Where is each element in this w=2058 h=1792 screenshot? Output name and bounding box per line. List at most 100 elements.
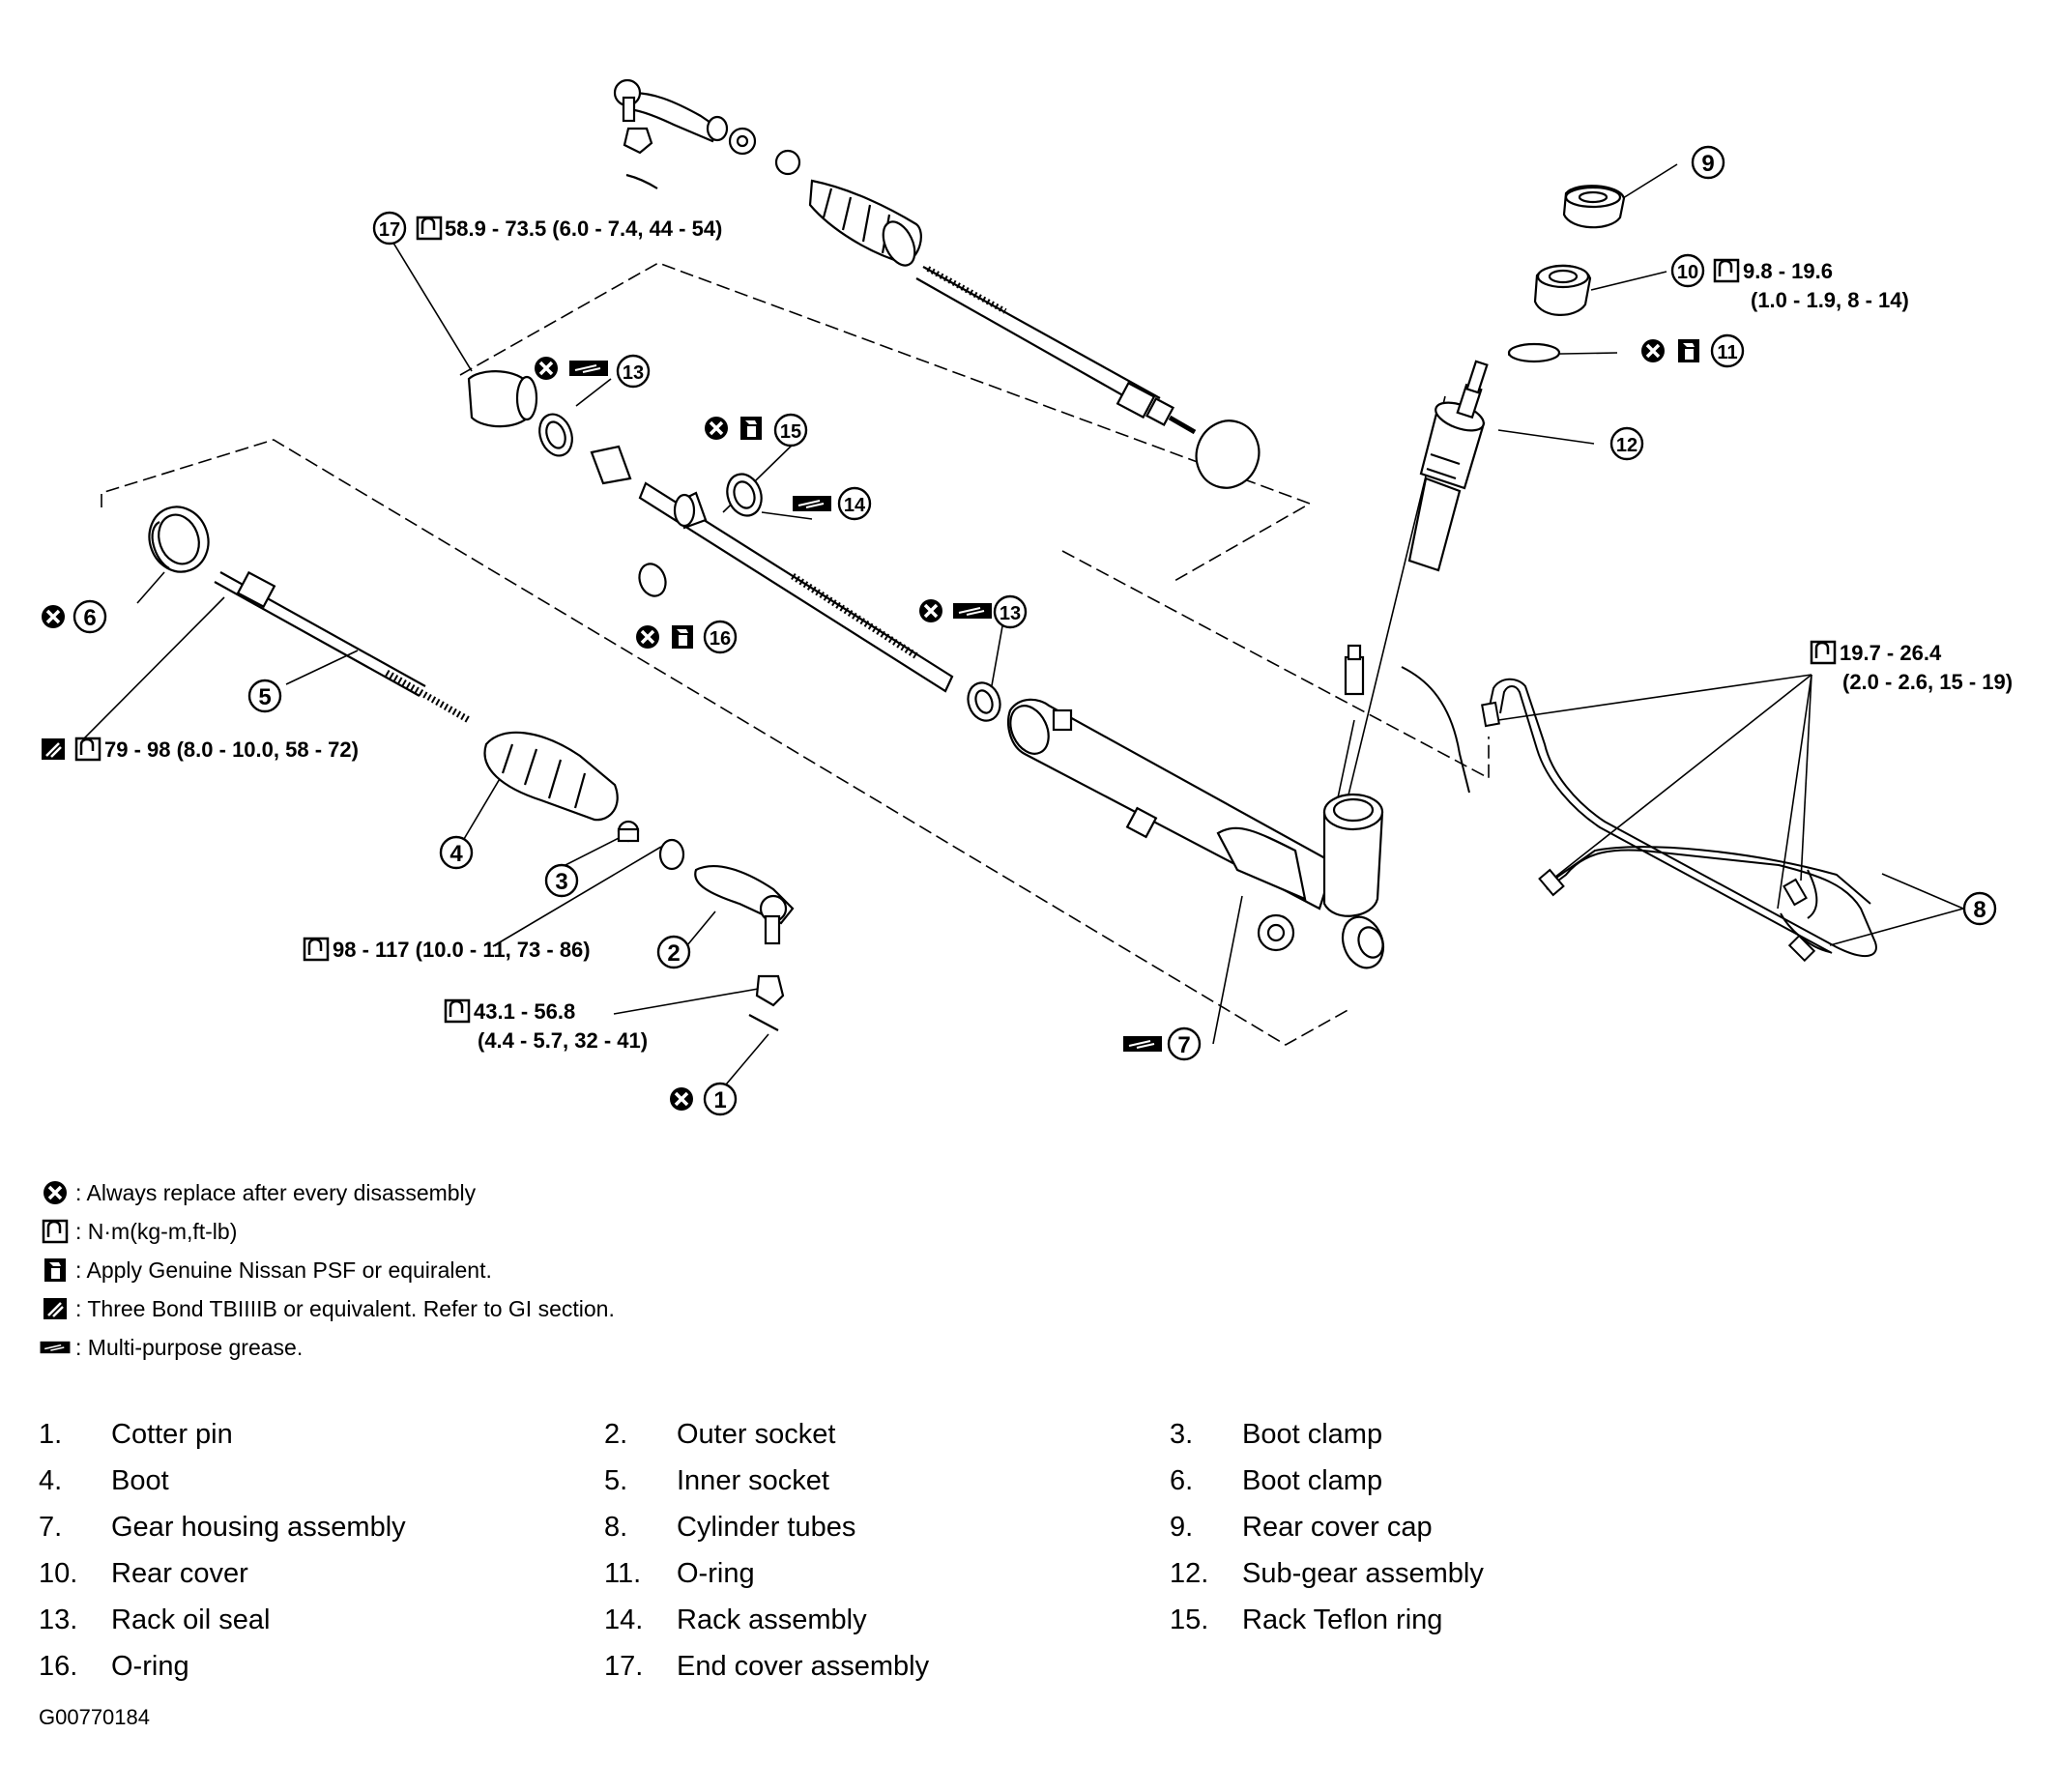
part-number: 6.	[1170, 1464, 1194, 1496]
part-number: 15.	[1170, 1604, 1209, 1635]
torque-icon	[416, 216, 443, 241]
part-item: 8.Cylinder tubes	[604, 1512, 1170, 1544]
part-label: Sub-gear assembly	[1242, 1557, 1484, 1589]
part-item: 17. End cover assembly	[604, 1651, 1170, 1683]
sub-gear	[1407, 360, 1489, 572]
svg-text:1: 1	[713, 1087, 726, 1113]
callout-10: 10	[1670, 253, 1705, 288]
rack-parts	[467, 370, 1001, 722]
parts-row: 7.Gear housing assembly 8.Cylinder tubes…	[39, 1504, 1779, 1550]
part-number: 16.	[39, 1650, 78, 1682]
part-number: 17.	[604, 1650, 644, 1682]
dashed-frames	[101, 262, 1490, 1046]
svg-text:16: 16	[710, 628, 731, 650]
part-number: 13.	[39, 1604, 78, 1635]
part-number: 1.	[39, 1418, 63, 1450]
legend-row-torque: : N·m(kg-m,ft-lb)	[39, 1212, 1199, 1251]
svg-text:13: 13	[1000, 603, 1021, 624]
leader-lines	[81, 163, 1964, 1091]
torque-1-b: (4.4 - 5.7, 32 - 41)	[478, 1028, 648, 1053]
callout-13a: 13	[616, 354, 651, 389]
part-number: 12.	[1170, 1557, 1209, 1589]
grease-icon	[792, 495, 832, 512]
replace-icon	[634, 623, 661, 650]
torque-8-a: 19.7 - 26.4	[1840, 641, 1942, 665]
upper-tie-rod	[613, 78, 1261, 489]
grease-icon	[1122, 1035, 1163, 1053]
callout-17: 17	[372, 211, 407, 246]
torque-3: 98 - 117 (10.0 - 11, 73 - 86)	[333, 938, 591, 962]
part-number: 5.	[604, 1464, 628, 1496]
part-number: 9.	[1170, 1511, 1194, 1543]
torque-icon	[1810, 640, 1837, 665]
part-label: Rack Teflon ring	[1242, 1604, 1443, 1635]
part-label: Rear cover cap	[1242, 1511, 1433, 1543]
parts-row: 1.Cotter pin 2.Outer socket 3.Boot clamp	[39, 1411, 1779, 1458]
rear-cover-parts	[1507, 185, 1626, 363]
part-item: 15. Rack Teflon ring	[1170, 1604, 1735, 1636]
sealant-icon	[40, 737, 67, 762]
part-number: 11.	[604, 1557, 642, 1589]
part-label: End cover assembly	[677, 1650, 930, 1682]
svg-text:9: 9	[1701, 151, 1714, 177]
exploded-view-diagram: 1 2 3 4 5 6 7 8 9 10 11 12 13 13 14 15 1…	[40, 78, 2013, 1116]
psf-icon	[740, 417, 762, 440]
replace-icon	[703, 415, 730, 442]
replace-icon	[40, 603, 67, 630]
torque-1-a: 43.1 - 56.8	[474, 999, 575, 1024]
part-number: 4.	[39, 1464, 63, 1496]
part-item: 5.Inner socket	[604, 1465, 1170, 1497]
part-label: O-ring	[111, 1650, 189, 1682]
callout-14: 14	[837, 486, 872, 521]
callout-11: 11	[1710, 333, 1745, 368]
legend-row-grease: : Multi-purpose grease.	[39, 1328, 1199, 1367]
cylinder-tubes	[1401, 666, 1877, 958]
callout-4: 4	[439, 835, 474, 870]
psf-icon	[672, 625, 693, 649]
torque-5: 79 - 98 (8.0 - 10.0, 58 - 72)	[104, 737, 359, 762]
parts-row: 16. O-ring 17. End cover assembly	[39, 1643, 1779, 1690]
callout-9: 9	[1691, 145, 1725, 180]
callout-3: 3	[544, 863, 579, 898]
grease-icon	[952, 602, 993, 620]
part-label: O-ring	[677, 1557, 755, 1589]
part-label: Boot clamp	[1242, 1464, 1383, 1496]
part-item: 11. O-ring	[604, 1558, 1170, 1590]
part-label: Rack assembly	[677, 1604, 867, 1635]
part-item: 14.Rack assembly	[604, 1604, 1170, 1636]
svg-text:12: 12	[1616, 435, 1638, 456]
svg-text:17: 17	[379, 219, 400, 241]
symbol-legend: : Always replace after every disassembly…	[39, 1173, 1199, 1367]
part-label: Rear cover	[111, 1557, 248, 1589]
callout-12: 12	[1609, 426, 1644, 461]
svg-text:13: 13	[623, 362, 644, 384]
svg-text:8: 8	[1973, 897, 1986, 923]
torque-10-a: 9.8 - 19.6	[1743, 259, 1833, 283]
part-item: 6. Boot clamp	[1170, 1465, 1735, 1497]
replace-icon	[1639, 337, 1667, 364]
svg-text:7: 7	[1177, 1032, 1190, 1058]
callout-symbols	[40, 216, 1837, 1113]
callout-5: 5	[247, 679, 282, 713]
legend-text: : Always replace after every disassembly	[75, 1179, 477, 1205]
callout-15: 15	[773, 413, 808, 448]
legend-text: : N·m(kg-m,ft-lb)	[75, 1218, 238, 1244]
legend-row-sealant: : Three Bond TBIIIIB or equivalent. Refe…	[39, 1289, 1199, 1328]
callout-13b: 13	[993, 594, 1028, 629]
replace-icon	[668, 1085, 695, 1113]
parts-row: 4.Boot 5.Inner socket 6.Boot clamp	[39, 1458, 1779, 1504]
part-number: 10.	[39, 1557, 78, 1589]
part-number: 7.	[39, 1511, 63, 1543]
part-number: 2.	[604, 1418, 628, 1450]
svg-text:2: 2	[667, 940, 680, 967]
part-item: 7.Gear housing assembly	[39, 1512, 604, 1544]
torque-icon	[1713, 258, 1740, 283]
replace-icon	[39, 1178, 72, 1207]
callout-6: 6	[72, 599, 107, 634]
tube-fittings	[1481, 701, 1816, 963]
torque-17: 58.9 - 73.5 (6.0 - 7.4, 44 - 54)	[445, 217, 722, 241]
torque-8-b: (2.0 - 2.6, 15 - 19)	[1842, 670, 2013, 694]
callout-16: 16	[703, 620, 738, 654]
part-number: 8.	[604, 1511, 628, 1543]
part-item: 12. Sub-gear assembly	[1170, 1558, 1735, 1590]
